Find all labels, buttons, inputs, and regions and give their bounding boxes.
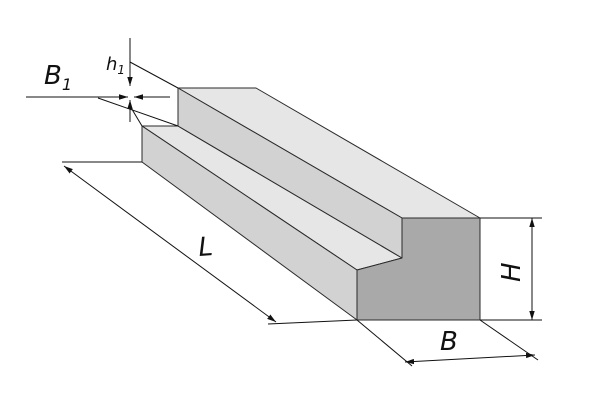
step-height-sub: 1 <box>117 63 125 77</box>
dimension-lines <box>26 38 542 367</box>
length-label: L <box>197 232 214 263</box>
b1-extension-front <box>129 105 143 127</box>
h1-extension-top <box>129 61 179 89</box>
step-width-main: B <box>44 61 62 91</box>
h1-extension-bottom <box>97 97 179 127</box>
b-extension-left <box>356 319 413 367</box>
l-extension-front <box>267 319 358 325</box>
step-width-label: B1 <box>44 61 72 94</box>
width-label: B <box>440 327 458 357</box>
l-dimension-line <box>63 165 277 323</box>
height-label: H <box>497 262 527 282</box>
step-height-label: h1 <box>106 54 125 77</box>
b-extension-right <box>479 319 539 361</box>
stepped-beam <box>141 87 481 321</box>
step-height-main: h <box>106 54 117 75</box>
b-dimension-line <box>404 352 536 365</box>
step-width-sub: 1 <box>62 75 72 94</box>
